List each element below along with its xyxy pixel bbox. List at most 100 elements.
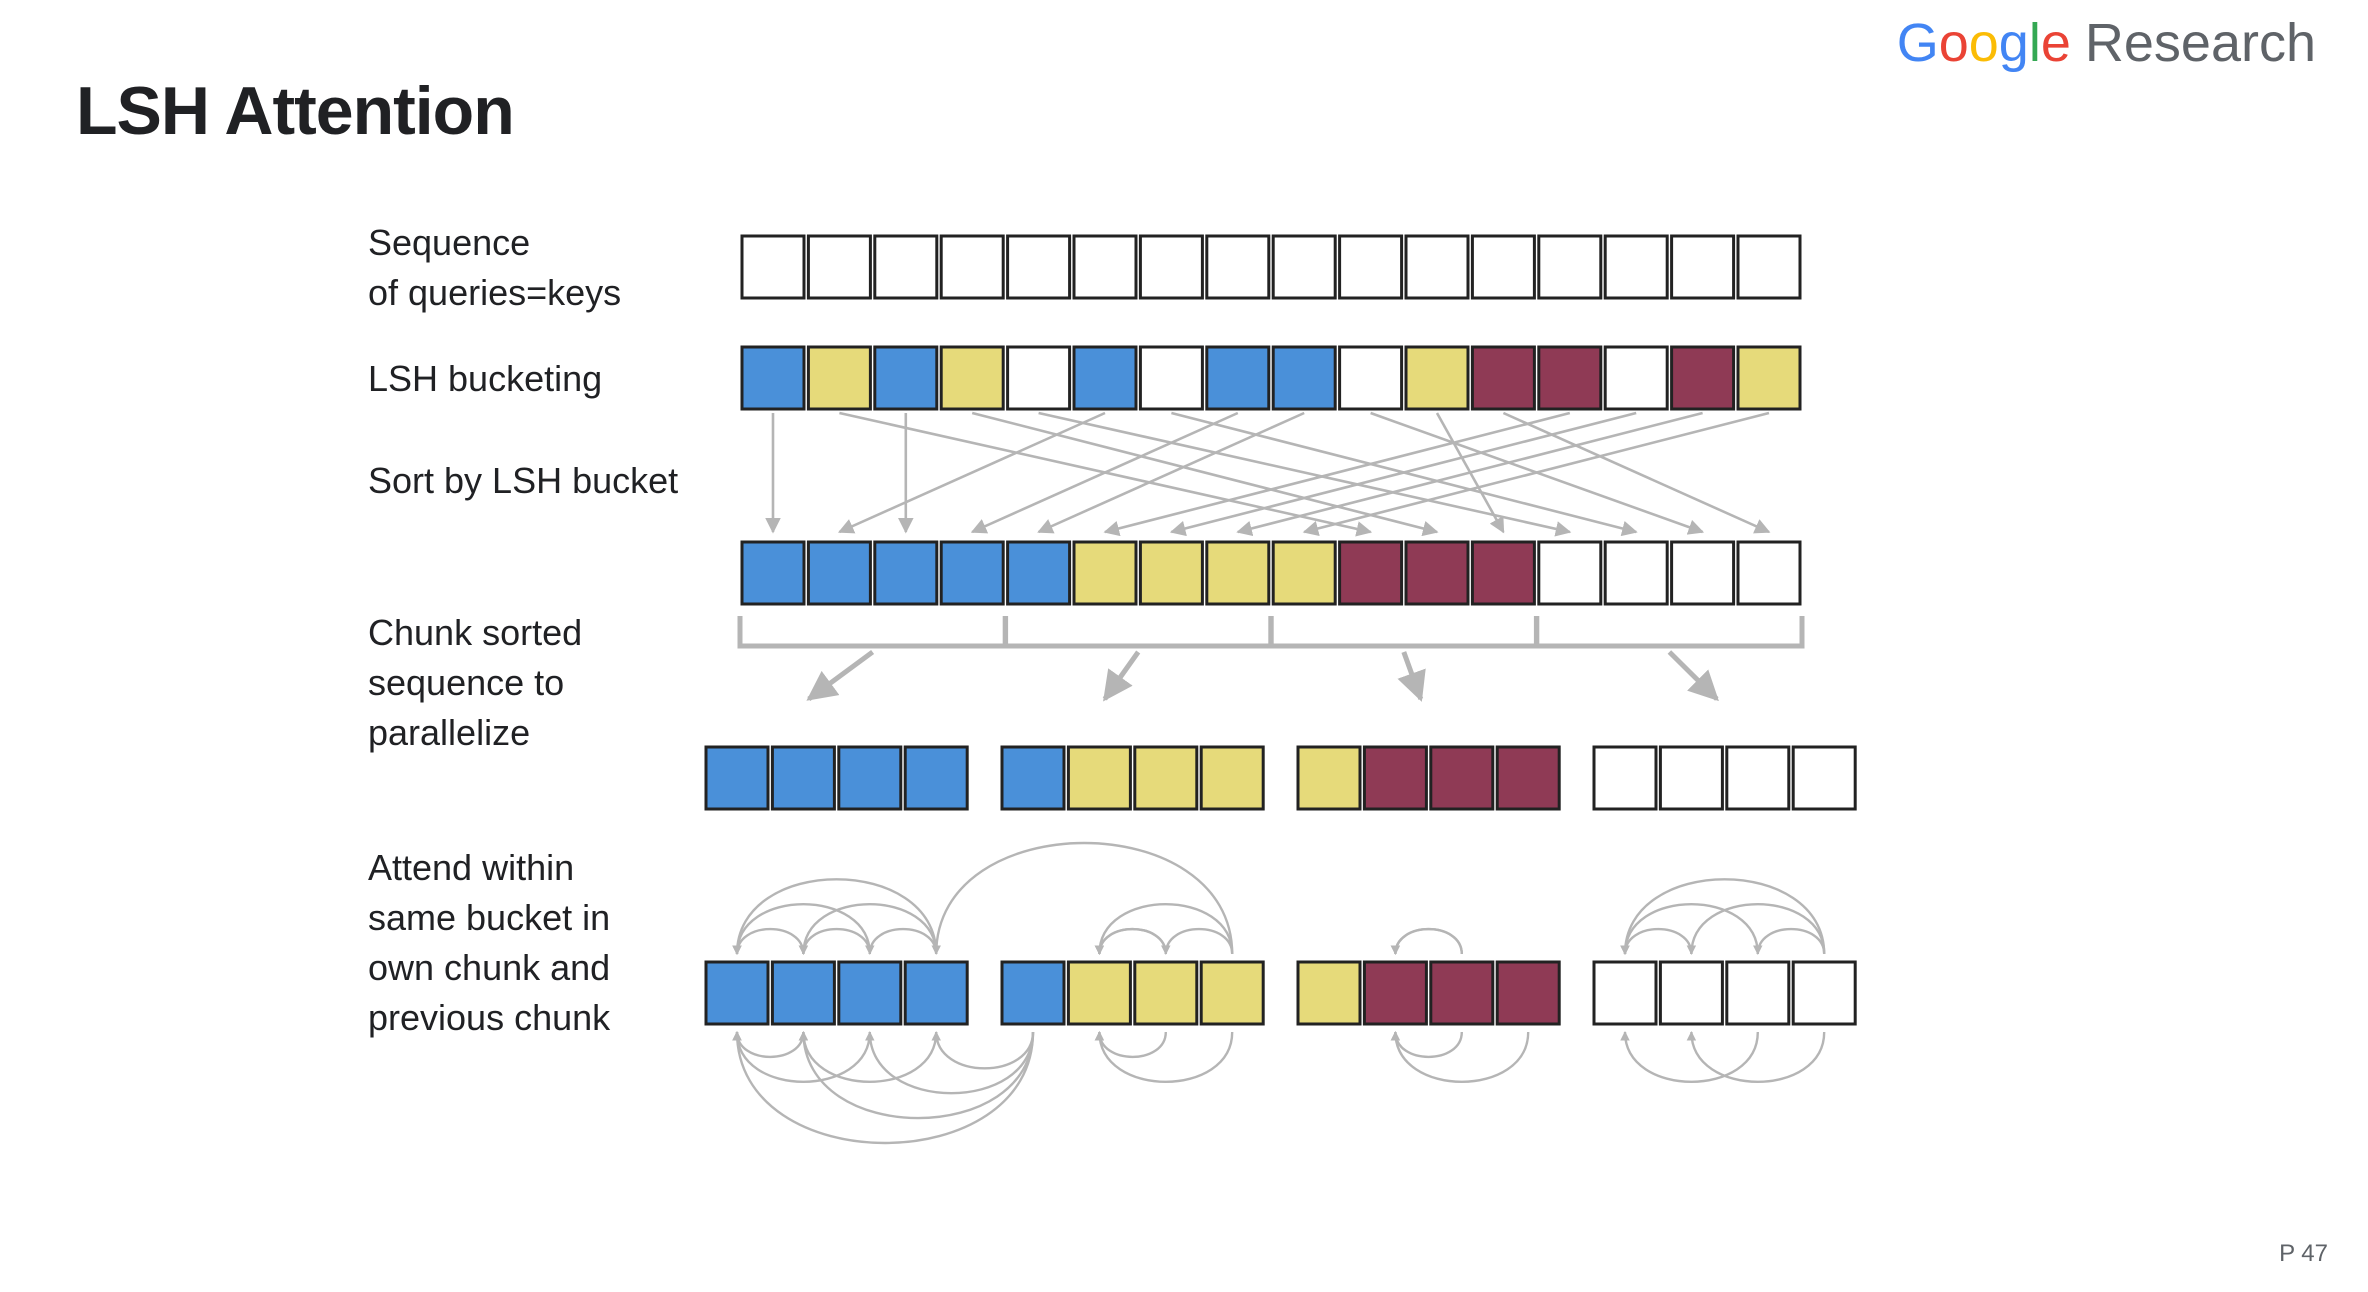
sequence-row-cell-11 <box>1470 234 1536 300</box>
sorted-row-cell-1 <box>806 540 872 606</box>
sorted-row-cell-5 <box>1072 540 1138 606</box>
sorted-row-cell-3 <box>939 540 1005 606</box>
sequence-row-cell-12 <box>1537 234 1603 300</box>
chunk-row-chunk-0-cell-3 <box>903 745 969 811</box>
logo-research-text: Research <box>2084 13 2316 73</box>
attend-row-chunk-2-cell-2 <box>1429 960 1495 1026</box>
attend-arc-below-12 <box>1686 1031 1826 1083</box>
sorted-row-cell-8 <box>1271 540 1337 606</box>
chunk-arrow-1 <box>1102 650 1141 702</box>
attend-row-chunk-1-cell-3 <box>1199 960 1265 1026</box>
attend-arc-below-4 <box>798 1031 1035 1120</box>
chunk-row-chunk-3-cell-3 <box>1791 745 1857 811</box>
attend-arc-above-7 <box>1094 903 1234 955</box>
attend-arc-above-0 <box>732 927 805 955</box>
attend-arc-below-5 <box>865 1031 1035 1095</box>
label-bucketing: LSH bucketing <box>368 358 603 399</box>
sorted-row-cell-2 <box>873 540 939 606</box>
attend-arc-above-6 <box>1094 927 1167 955</box>
attend-arc-below-8 <box>1094 1031 1234 1083</box>
attend-row-chunk-2-cell-1 <box>1362 960 1428 1026</box>
bucketing-row-cell-7 <box>1205 345 1271 411</box>
sequence-row-cell-1 <box>806 234 872 300</box>
attend-arc-below-10 <box>1390 1031 1530 1083</box>
attend-arc-above-5 <box>798 927 871 955</box>
bucketing-row-cell-9 <box>1338 345 1404 411</box>
sort-arrow-14 <box>1370 411 1705 535</box>
attend-row-chunk-1-cell-0 <box>1000 960 1066 1026</box>
attend-arc-below-7 <box>1094 1031 1167 1059</box>
chunk-arrow-3 <box>1667 650 1719 702</box>
sort-arrow-11 <box>1435 412 1505 534</box>
attend-row-chunk-3-cell-3 <box>1791 960 1857 1026</box>
attend-arc-above-17 <box>1620 878 1826 955</box>
sorted-row-cell-15 <box>1736 540 1802 606</box>
chunk-row-chunk-1-cell-1 <box>1066 745 1132 811</box>
sorted-row-cell-0 <box>740 540 806 606</box>
bucketing-row-cell-14 <box>1670 345 1736 411</box>
chunk-row-chunk-0-cell-1 <box>770 745 836 811</box>
attend-row-chunk-1-cell-1 <box>1066 960 1132 1026</box>
sort-arrow-1 <box>837 411 1106 534</box>
chunk-arrow-2 <box>1397 651 1426 702</box>
bucketing-row-cell-1 <box>806 345 872 411</box>
attend-arc-below-0 <box>732 1031 805 1059</box>
attend-arc-below-1 <box>732 1031 871 1083</box>
attend-arc-above-11 <box>1390 927 1463 955</box>
sequence-row-cell-7 <box>1205 234 1271 300</box>
sort-arrow-4 <box>1037 411 1305 534</box>
attend-arc-above-9 <box>931 841 1234 955</box>
chunk-row-chunk-1-cell-0 <box>1000 745 1066 811</box>
attend-arc-above-13 <box>1620 927 1693 955</box>
attend-row-chunk-1-cell-2 <box>1133 960 1199 1026</box>
page-number: P 47 <box>2279 1240 2328 1267</box>
bucketing-row-cell-5 <box>1072 345 1138 411</box>
attend-row-chunk-2-cell-0 <box>1296 960 1362 1026</box>
attend-arc-below-2 <box>798 1031 938 1083</box>
chunk-row-chunk-1-cell-3 <box>1199 745 1265 811</box>
attend-arc-above-12 <box>1390 927 1463 955</box>
sequence-row-cell-4 <box>1006 234 1072 300</box>
sorted-row-cell-11 <box>1470 540 1536 606</box>
chunk-row-chunk-1-cell-2 <box>1133 745 1199 811</box>
bucketing-row-cell-4 <box>1006 345 1072 411</box>
attend-arc-below-3 <box>732 1031 1035 1145</box>
sequence-row-cell-14 <box>1670 234 1736 300</box>
chunk-row-chunk-2-cell-1 <box>1362 745 1428 811</box>
chunk-row-chunk-0-cell-2 <box>837 745 903 811</box>
attend-arc-above-8 <box>1161 927 1234 955</box>
attend-row-chunk-0-cell-2 <box>837 960 903 1026</box>
sorted-row-cell-7 <box>1205 540 1271 606</box>
bucketing-row-cell-10 <box>1404 345 1470 411</box>
bucketing-row-cell-8 <box>1271 345 1337 411</box>
attend-arc-below-9 <box>1390 1031 1463 1059</box>
chunk-bracket-2 <box>1268 616 1539 649</box>
sorted-row-cell-14 <box>1670 540 1736 606</box>
chunk-row-chunk-3-cell-2 <box>1725 745 1791 811</box>
sort-arrow-5 <box>1103 411 1571 537</box>
sorted-row-cell-4 <box>1006 540 1072 606</box>
attend-arc-above-2 <box>798 903 938 955</box>
bucketing-row-cell-13 <box>1603 345 1669 411</box>
label-chunk: Chunk sorted sequence to parallelize <box>368 612 583 753</box>
sorted-row-cell-13 <box>1603 540 1669 606</box>
attend-arc-above-4 <box>732 878 938 955</box>
chunk-bracket-1 <box>1003 616 1274 649</box>
attend-row-chunk-3-cell-1 <box>1658 960 1724 1026</box>
sequence-row-cell-10 <box>1404 234 1470 300</box>
chunk-row-chunk-2-cell-3 <box>1495 745 1561 811</box>
attend-arc-below-11 <box>1620 1031 1759 1083</box>
chunk-row-chunk-2-cell-2 <box>1429 745 1495 811</box>
sequence-row-cell-2 <box>873 234 939 300</box>
label-sequence: Sequence of queries=keys <box>368 222 622 313</box>
bucketing-row-cell-12 <box>1537 345 1603 411</box>
attend-arc-above-1 <box>732 903 871 955</box>
chunk-row-chunk-3-cell-1 <box>1658 745 1724 811</box>
sequence-row-cell-5 <box>1072 234 1138 300</box>
attend-row-chunk-3-cell-2 <box>1725 960 1791 1026</box>
attend-row-chunk-3-cell-0 <box>1592 960 1658 1026</box>
attend-arc-above-10 <box>1094 927 1167 955</box>
sorted-row-cell-10 <box>1404 540 1470 606</box>
bucketing-row-cell-11 <box>1470 345 1536 411</box>
